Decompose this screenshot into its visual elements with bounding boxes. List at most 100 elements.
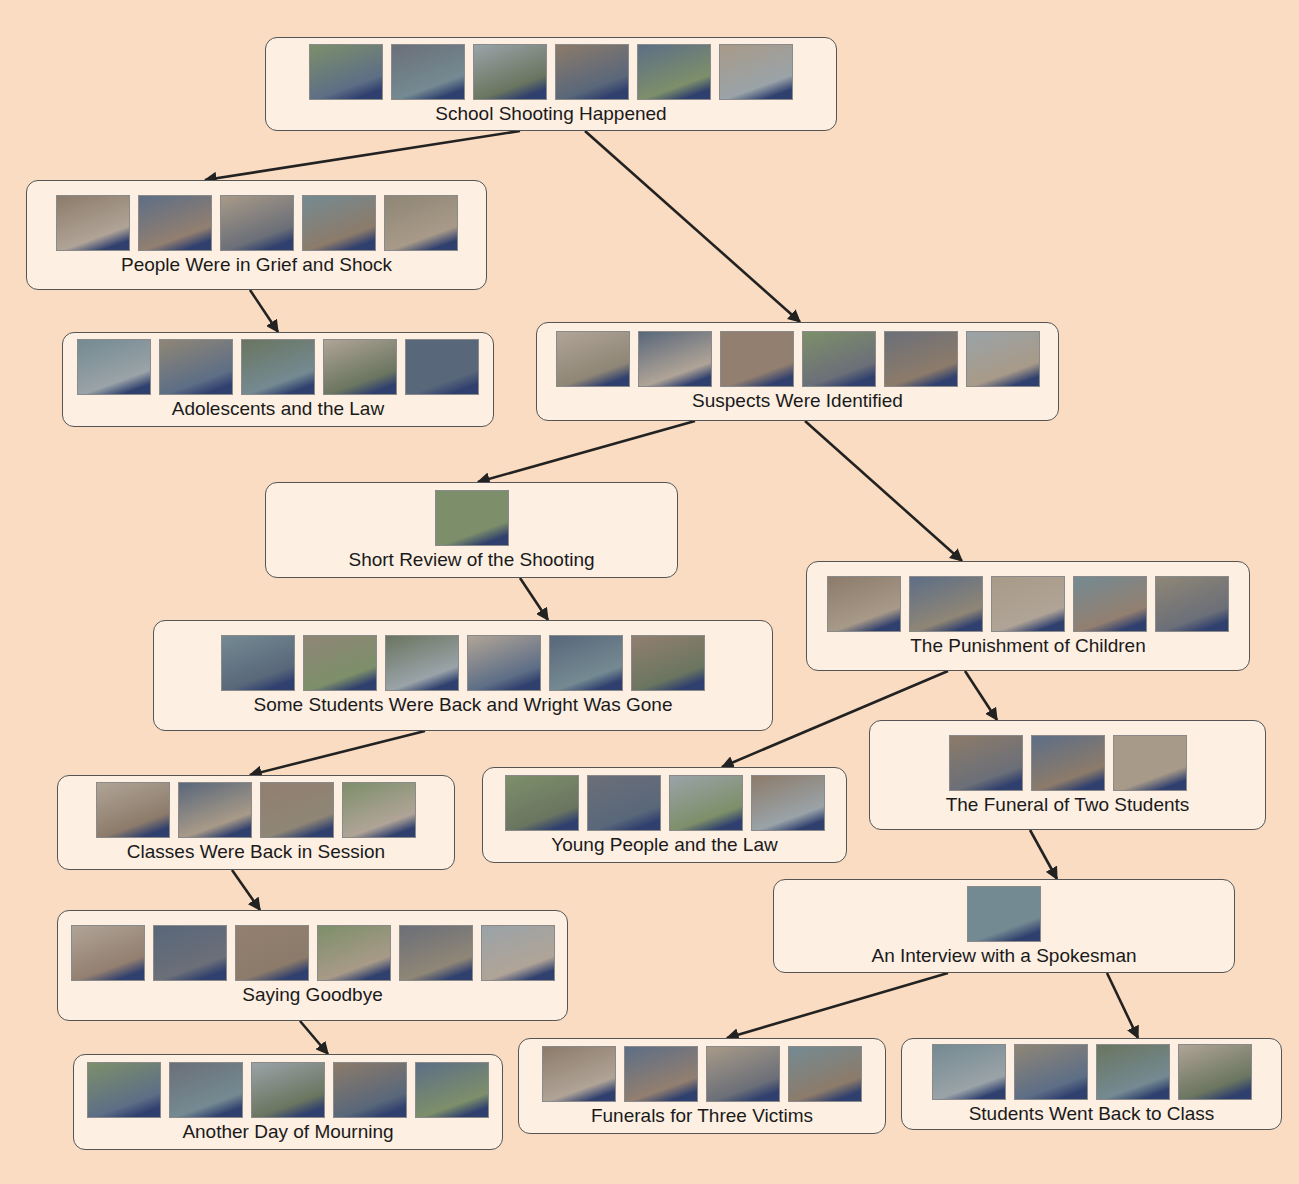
box-caption: Another Day of Mourning — [176, 1121, 399, 1143]
story-box: People Were in Grief and Shock — [26, 180, 487, 290]
video-thumbnail — [96, 782, 170, 838]
video-thumbnail — [169, 1062, 243, 1118]
story-box: Another Day of Mourning — [73, 1054, 503, 1150]
video-thumbnail — [415, 1062, 489, 1118]
video-thumbnail — [966, 331, 1040, 387]
story-box: Some Students Were Back and Wright Was G… — [153, 620, 773, 731]
box-caption: The Funeral of Two Students — [940, 794, 1196, 816]
video-thumbnail — [384, 195, 458, 251]
video-thumbnail — [1031, 735, 1105, 791]
video-thumbnail — [138, 195, 212, 251]
thumbnail-row — [949, 735, 1187, 791]
arrow-connector — [205, 131, 520, 180]
story-box: Classes Were Back in Session — [57, 775, 455, 870]
video-thumbnail — [473, 44, 547, 100]
box-caption: Saying Goodbye — [236, 984, 389, 1006]
video-thumbnail — [71, 925, 145, 981]
video-thumbnail — [505, 775, 579, 831]
box-caption: Short Review of the Shooting — [342, 549, 600, 571]
video-thumbnail — [788, 1046, 862, 1102]
box-caption: Adolescents and the Law — [166, 398, 390, 420]
video-thumbnail — [159, 339, 233, 395]
box-caption: Suspects Were Identified — [686, 390, 909, 412]
arrow-connector — [478, 421, 695, 482]
arrow-connector — [727, 973, 948, 1038]
arrow-connector — [1030, 830, 1057, 879]
video-thumbnail — [555, 44, 629, 100]
video-thumbnail — [391, 44, 465, 100]
video-thumbnail — [309, 44, 383, 100]
video-thumbnail — [399, 925, 473, 981]
arrow-connector — [1107, 973, 1138, 1038]
thumbnail-row — [542, 1046, 862, 1102]
arrow-connector — [250, 290, 278, 332]
arrow-connector — [805, 421, 962, 561]
video-thumbnail — [317, 925, 391, 981]
video-thumbnail — [221, 635, 295, 691]
video-thumbnail — [909, 576, 983, 632]
video-thumbnail — [637, 44, 711, 100]
video-thumbnail — [303, 635, 377, 691]
video-thumbnail — [884, 331, 958, 387]
video-thumbnail — [220, 195, 294, 251]
story-box: Suspects Were Identified — [536, 322, 1059, 421]
story-box: Adolescents and the Law — [62, 332, 494, 427]
box-caption: Funerals for Three Victims — [585, 1105, 819, 1127]
video-thumbnail — [241, 339, 315, 395]
thumbnail-row — [967, 886, 1041, 942]
video-thumbnail — [385, 635, 459, 691]
video-thumbnail — [1073, 576, 1147, 632]
video-thumbnail — [178, 782, 252, 838]
arrow-connector — [232, 870, 260, 910]
thumbnail-row — [309, 44, 793, 100]
video-thumbnail — [751, 775, 825, 831]
thumbnail-row — [556, 331, 1040, 387]
video-thumbnail — [260, 782, 334, 838]
thumbnail-row — [932, 1044, 1252, 1100]
arrow-connector — [520, 578, 548, 620]
box-caption: The Punishment of Children — [904, 635, 1152, 657]
video-thumbnail — [481, 925, 555, 981]
story-box: An Interview with a Spokesman — [773, 879, 1235, 973]
thumbnail-row — [87, 1062, 489, 1118]
video-thumbnail — [631, 635, 705, 691]
story-box: Students Went Back to Class — [901, 1038, 1282, 1130]
video-thumbnail — [587, 775, 661, 831]
story-box: The Funeral of Two Students — [869, 720, 1266, 830]
story-box: Funerals for Three Victims — [518, 1038, 886, 1134]
video-thumbnail — [333, 1062, 407, 1118]
story-box: Young People and the Law — [482, 767, 847, 863]
video-thumbnail — [542, 1046, 616, 1102]
box-caption: People Were in Grief and Shock — [115, 254, 398, 276]
story-box: The Punishment of Children — [806, 561, 1250, 671]
video-thumbnail — [56, 195, 130, 251]
arrow-connector — [585, 131, 800, 322]
arrow-connector — [965, 671, 997, 720]
video-thumbnail — [638, 331, 712, 387]
video-thumbnail — [153, 925, 227, 981]
thumbnail-row — [77, 339, 479, 395]
video-thumbnail — [435, 490, 509, 546]
story-box: Saying Goodbye — [57, 910, 568, 1021]
thumbnail-row — [221, 635, 705, 691]
video-thumbnail — [342, 782, 416, 838]
video-thumbnail — [719, 44, 793, 100]
video-thumbnail — [235, 925, 309, 981]
video-thumbnail — [802, 331, 876, 387]
video-thumbnail — [1014, 1044, 1088, 1100]
video-thumbnail — [1113, 735, 1187, 791]
story-box: School Shooting Happened — [265, 37, 837, 131]
video-thumbnail — [1155, 576, 1229, 632]
box-caption: School Shooting Happened — [429, 103, 672, 125]
video-thumbnail — [624, 1046, 698, 1102]
video-thumbnail — [87, 1062, 161, 1118]
video-thumbnail — [1178, 1044, 1252, 1100]
arrow-connector — [300, 1021, 328, 1054]
video-thumbnail — [251, 1062, 325, 1118]
video-thumbnail — [556, 331, 630, 387]
box-caption: Classes Were Back in Session — [121, 841, 391, 863]
video-thumbnail — [949, 735, 1023, 791]
box-caption: Some Students Were Back and Wright Was G… — [248, 694, 679, 716]
thumbnail-row — [505, 775, 825, 831]
